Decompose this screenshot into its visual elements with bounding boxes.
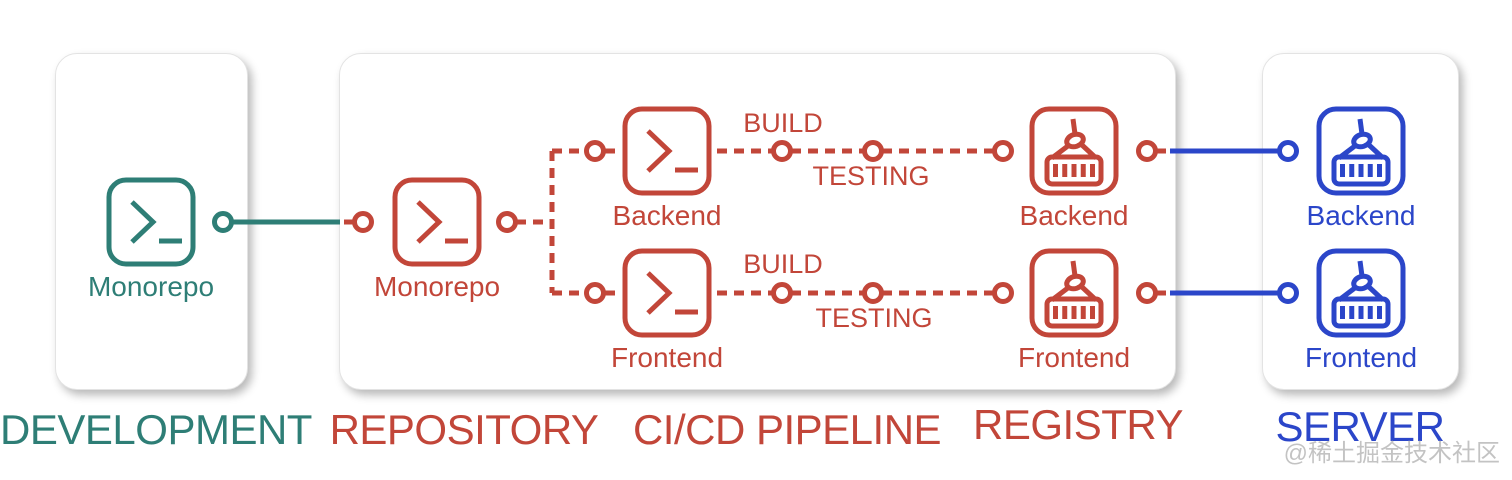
section-title-development: DEVELOPMENT xyxy=(0,406,312,453)
node-registry-frontend: Frontend xyxy=(1018,248,1130,374)
terminal-icon xyxy=(622,248,712,338)
container-icon xyxy=(1316,248,1406,338)
watermark: @稀土掘金技术社区 xyxy=(1283,440,1500,467)
node-registry-backend: Backend xyxy=(1020,106,1128,232)
terminal-icon xyxy=(622,106,712,196)
container-icon xyxy=(1029,248,1119,338)
node-label: Backend xyxy=(1306,200,1416,231)
node-label: Backend xyxy=(612,200,722,231)
node-server-backend: Backend xyxy=(1307,106,1415,232)
stage-label-build-frontend: BUILD xyxy=(743,249,823,279)
section-title-repository: REPOSITORY xyxy=(329,406,599,453)
node-label: Monorepo xyxy=(373,271,501,302)
terminal-icon xyxy=(106,177,196,267)
node-ci-frontend: Frontend xyxy=(611,248,723,374)
node-label: Frontend xyxy=(1304,342,1418,373)
stage-label-build-backend: BUILD xyxy=(743,108,823,138)
section-title-registry: REGISTRY xyxy=(973,401,1183,448)
node-label: Monorepo xyxy=(87,271,215,302)
stage-label-testing-backend: TESTING xyxy=(812,161,930,191)
node-ci-backend: Backend xyxy=(613,106,721,232)
node-dev-monorepo: Monorepo xyxy=(88,177,214,303)
section-title-cicd-pipeline: CI/CD PIPELINE xyxy=(632,406,942,453)
node-repo-monorepo: Monorepo xyxy=(374,177,500,303)
node-label: Frontend xyxy=(610,342,724,373)
stage-label-testing-frontend: TESTING xyxy=(815,303,933,333)
node-server-frontend: Frontend xyxy=(1305,248,1417,374)
section-title-server: SERVER xyxy=(1275,403,1445,450)
node-label: Frontend xyxy=(1017,342,1131,373)
container-icon xyxy=(1029,106,1119,196)
container-icon xyxy=(1316,106,1406,196)
node-label: Backend xyxy=(1019,200,1129,231)
terminal-icon xyxy=(392,177,482,267)
